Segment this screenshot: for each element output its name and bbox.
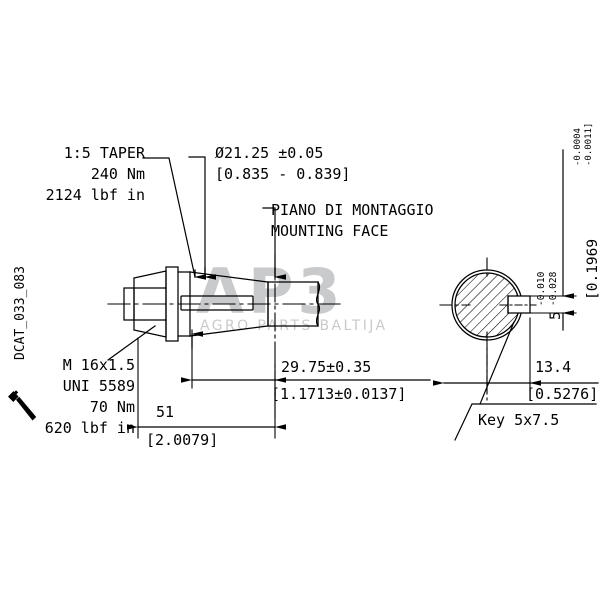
keyway-depth-inch-group: [0.1969 -0.0004 -0.0011] bbox=[569, 123, 600, 301]
thread-note-line3: 70 Nm bbox=[89, 398, 135, 416]
keyway-depth-tol-upper: -0.010 bbox=[536, 271, 547, 306]
mounting-face-note-it: PIANO DI MONTAGGIO bbox=[271, 201, 434, 219]
taper-note-line1: 1:5 TAPER bbox=[63, 144, 145, 162]
overall-length-mm: 51 bbox=[156, 403, 175, 421]
keyway-depth-inch-nominal: [0.1969 bbox=[585, 238, 600, 300]
mount-distance-mm: 29.75±0.35 bbox=[281, 358, 372, 376]
keyway-depth-nominal: 5 bbox=[548, 311, 564, 320]
thread-note-line1: M 16x1.5 bbox=[62, 356, 135, 374]
taper-note-line3: 2124 lbf in bbox=[45, 186, 145, 204]
keyway-depth-inch-tol-upper: -0.0004 bbox=[573, 128, 583, 166]
drawing-code-label: DCAT_033_083 bbox=[13, 266, 28, 360]
mounting-face-note-en: MOUNTING FACE bbox=[271, 222, 389, 240]
diameter-dimension-mm: Ø21.25 ±0.05 bbox=[215, 144, 324, 162]
key-note-label: Key 5x7.5 bbox=[478, 411, 560, 429]
keyway-depth-mm-group: 5 -0.010 -0.028 bbox=[527, 272, 564, 321]
wrench-icon bbox=[5, 389, 39, 427]
overall-length-inch: [2.0079] bbox=[146, 431, 219, 449]
mount-distance-inch: [1.1713±0.0137] bbox=[271, 385, 407, 403]
key-width-mm: 13.4 bbox=[535, 358, 572, 376]
keyway-depth-tol-lower: -0.028 bbox=[548, 271, 559, 306]
thread-note-line2: UNI 5589 bbox=[62, 377, 135, 395]
keyway-depth-inch-tol-lower: -0.0011] bbox=[584, 122, 594, 166]
key-width-inch: [0.5276] bbox=[526, 385, 599, 403]
diameter-dimension-inch: [0.835 - 0.839] bbox=[215, 165, 351, 183]
thread-note-line4: 620 lbf in bbox=[44, 419, 135, 437]
taper-note-line2: 240 Nm bbox=[90, 165, 145, 183]
